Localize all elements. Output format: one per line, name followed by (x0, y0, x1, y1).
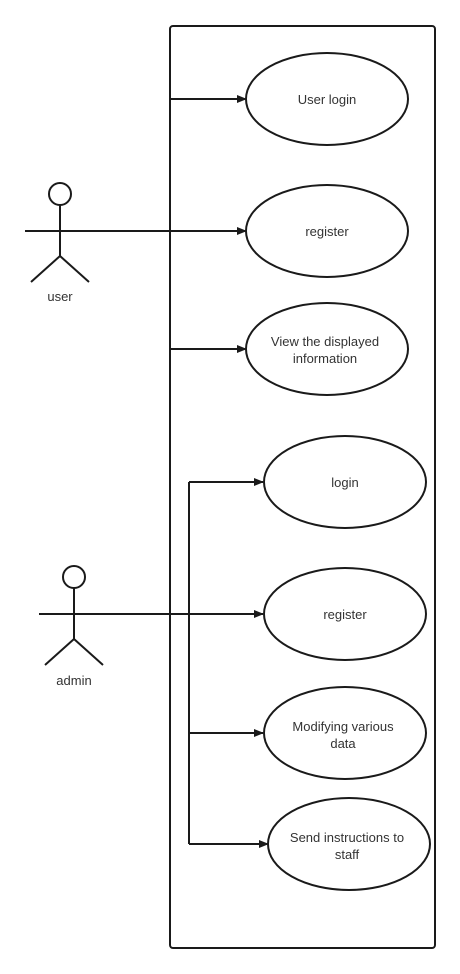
use-case-modify-data-label-line2: data (330, 736, 356, 751)
actor-user-label: user (47, 289, 73, 304)
use-case-admin-login (263, 435, 427, 529)
use-case-admin-register (263, 567, 427, 661)
actor-user-leg-right (59, 255, 90, 283)
actor-user (25, 182, 95, 283)
use-case-user-login-label: User login (298, 92, 357, 107)
system-boundary (169, 25, 436, 949)
use-case-user-login (245, 52, 409, 146)
actor-user-leg-left (30, 255, 61, 283)
actor-admin-leg-left (44, 638, 75, 666)
actor-admin-head (62, 565, 86, 589)
use-case-modify-data-label-line1: Modifying various (292, 719, 394, 734)
admin-connectors (109, 478, 269, 848)
actor-admin (39, 565, 109, 666)
use-case-admin-login-label: login (331, 475, 358, 490)
use-case-user-register (245, 184, 409, 278)
use-case-modify-data (263, 686, 427, 780)
actor-user-head (48, 182, 72, 206)
use-case-send-instructions-label-line1: Send instructions to (290, 830, 404, 845)
actor-admin-leg-right (73, 638, 104, 666)
use-case-view-info-label-line1: View the displayed (271, 334, 379, 349)
use-case-send-instructions (267, 797, 431, 891)
use-case-admin-register-label: register (323, 607, 367, 622)
use-case-view-info-label-line2: information (293, 351, 357, 366)
actor-admin-label: admin (56, 673, 91, 688)
user-connectors (95, 95, 247, 353)
use-case-send-instructions-label-line2: staff (335, 847, 360, 862)
use-case-user-register-label: register (305, 224, 349, 239)
use-case-view-info (245, 302, 409, 396)
